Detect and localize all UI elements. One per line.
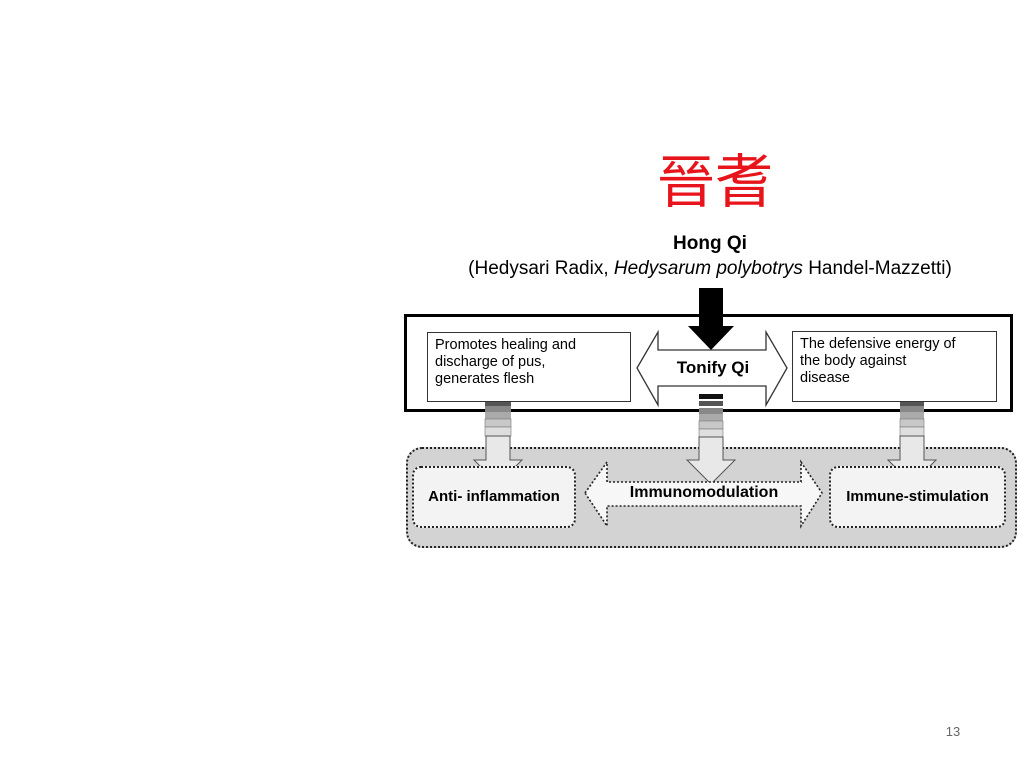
center-down-arrow-icon bbox=[685, 436, 737, 485]
action-left-line-2: discharge of pus, bbox=[435, 354, 546, 370]
center-connector-stripes bbox=[698, 394, 724, 438]
immunomodulation-double-arrow-icon bbox=[584, 459, 823, 529]
page-number: 13 bbox=[945, 724, 961, 739]
latin-open-paren: ( bbox=[468, 258, 475, 279]
outcome-immune-stimulation: Immune-stimulation bbox=[829, 466, 1006, 528]
latin-authority: Handel-Mazzetti) bbox=[808, 258, 952, 279]
herb-latin-name: (Hedysari Radix, Hedysarum polybotrys Ha… bbox=[400, 256, 1020, 282]
down-arrow-black-icon bbox=[688, 288, 734, 350]
action-left-box: Promotes healing and discharge of pus, g… bbox=[427, 332, 631, 402]
action-right-box: The defensive energy of the body against… bbox=[792, 331, 997, 402]
outcome-immunomodulation: Immunomodulation bbox=[629, 484, 779, 501]
action-right-line-2: the body against bbox=[800, 353, 907, 369]
herb-chinese-title: 晉耆 bbox=[656, 148, 773, 216]
latin-species: Hedysarum polybotrys bbox=[613, 258, 803, 279]
action-left-line-1: Promotes healing and bbox=[435, 337, 577, 353]
action-right-line-1: The defensive energy of bbox=[800, 336, 956, 352]
tonify-double-arrow-icon bbox=[636, 329, 788, 408]
outcome-anti-inflammation: Anti- inflammation bbox=[412, 466, 576, 528]
tonify-qi-label: Tonify Qi bbox=[676, 358, 750, 377]
action-left-line-3: generates flesh bbox=[435, 371, 535, 387]
action-right-line-3: disease bbox=[800, 370, 850, 386]
herb-name: Hong Qi bbox=[673, 233, 747, 254]
latin-pharma-name: Hedysari Radix, bbox=[474, 258, 609, 279]
